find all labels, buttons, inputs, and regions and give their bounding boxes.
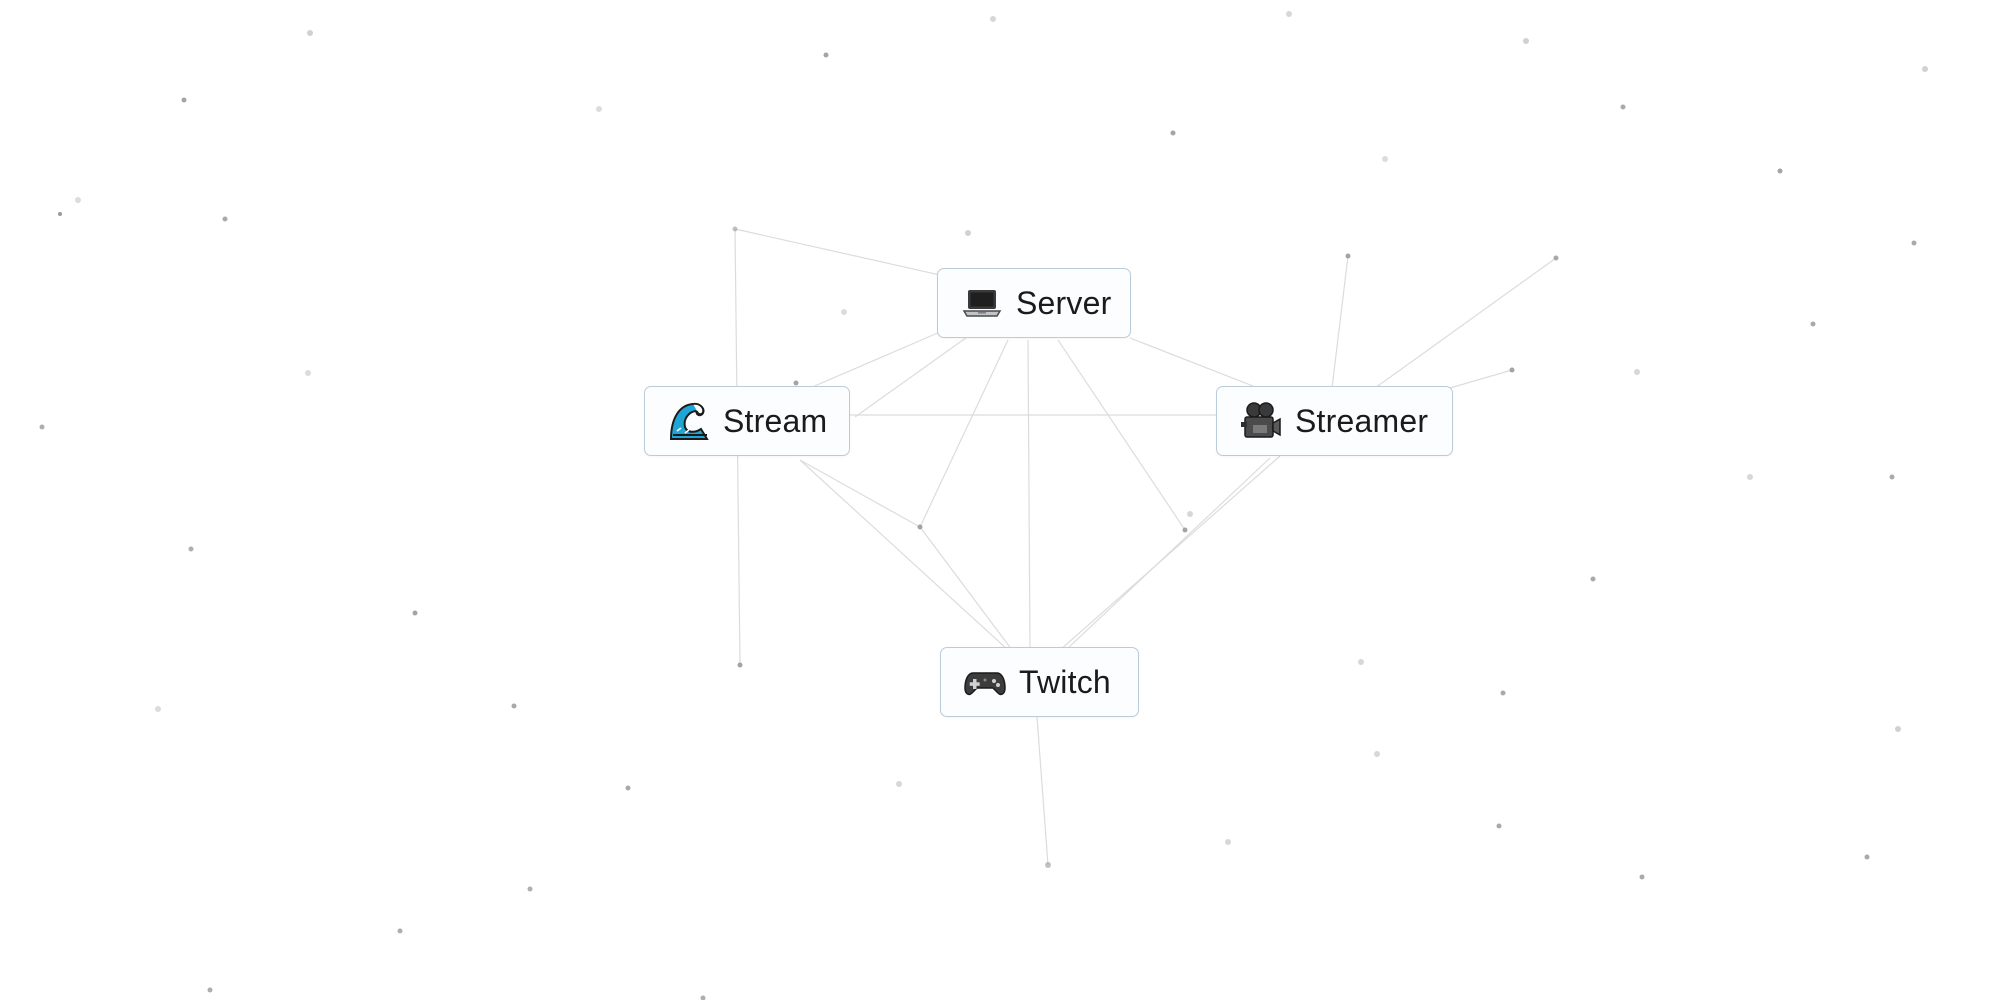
- particle-dot: [1374, 751, 1380, 757]
- particle-dot: [1523, 38, 1529, 44]
- connection-line: [854, 334, 971, 418]
- connection-line: [1057, 339, 1186, 531]
- particle-dot: [58, 212, 62, 216]
- particle-dot: [823, 52, 829, 58]
- item-label: Streamer: [1295, 402, 1429, 439]
- particle-dot: [990, 16, 996, 22]
- particle-dot: [1500, 690, 1506, 696]
- connection-line: [799, 459, 1009, 651]
- particle-dot: [397, 928, 403, 934]
- particle-dot: [1225, 839, 1231, 845]
- particle-dot: [917, 524, 923, 530]
- connection-line: [1036, 716, 1049, 866]
- particle-dot: [307, 30, 313, 36]
- particle-dot: [732, 226, 738, 232]
- particle-dot: [1553, 255, 1559, 261]
- particle-dot: [1358, 659, 1364, 665]
- connection-line: [809, 331, 941, 389]
- particle-dot: [596, 106, 602, 112]
- particle-dot: [1810, 321, 1816, 327]
- connection-line: [1067, 457, 1271, 649]
- particle-dot: [737, 662, 743, 668]
- particle-dot: [1345, 253, 1351, 259]
- connection-line: [919, 526, 1013, 651]
- particle-dot: [965, 230, 971, 236]
- connection-line: [1059, 455, 1281, 651]
- particle-dot: [188, 546, 194, 552]
- particle-dot: [511, 703, 517, 709]
- particle-dot: [625, 785, 631, 791]
- particle-dot: [1590, 576, 1596, 582]
- particle-dot: [1777, 168, 1783, 174]
- item-twitch[interactable]: Twitch: [940, 647, 1139, 717]
- particle-dot: [1509, 367, 1515, 373]
- particle-dot: [1747, 474, 1753, 480]
- connection-line: [1027, 339, 1031, 651]
- item-server[interactable]: Server: [937, 268, 1131, 338]
- particle-dot: [1911, 240, 1917, 246]
- item-label: Server: [1016, 284, 1112, 321]
- particle-dot: [1286, 11, 1292, 17]
- item-stream[interactable]: Stream: [644, 386, 850, 456]
- laptop-icon: [960, 281, 1004, 325]
- connection-lines: [734, 228, 1557, 866]
- connection-line: [1129, 337, 1259, 389]
- particle-dot: [841, 309, 847, 315]
- particle-dot: [1045, 862, 1051, 868]
- connection-line: [1449, 369, 1513, 389]
- particle-dot: [1496, 823, 1502, 829]
- particle-dot: [207, 987, 213, 993]
- particle-dot: [1382, 156, 1388, 162]
- particle-dot: [700, 995, 706, 1000]
- movie-camera-icon: [1239, 399, 1283, 443]
- particle-dot: [1620, 104, 1626, 110]
- particle-dot: [39, 424, 45, 430]
- particle-dot: [222, 216, 228, 222]
- particle-dot: [1922, 66, 1928, 72]
- particle-dot: [305, 370, 311, 376]
- particle-dot: [793, 380, 799, 386]
- item-streamer[interactable]: Streamer: [1216, 386, 1453, 456]
- water-wave-icon: [667, 399, 711, 443]
- particle-dot: [181, 97, 187, 103]
- item-label: Stream: [723, 402, 828, 439]
- connection-line: [734, 228, 941, 276]
- connection-line: [919, 339, 1009, 528]
- item-label: Twitch: [1019, 663, 1111, 700]
- particle-dot: [1187, 511, 1193, 517]
- particle-dot: [412, 610, 418, 616]
- particle-dot: [1634, 369, 1640, 375]
- connection-line: [1331, 255, 1349, 389]
- connection-line: [1374, 257, 1557, 389]
- particle-dot: [1170, 130, 1176, 136]
- particle-dot: [155, 706, 161, 712]
- connection-line: [799, 459, 921, 528]
- particle-dot: [527, 886, 533, 892]
- particle-dot: [75, 197, 81, 203]
- particle-dot: [896, 781, 902, 787]
- particle-dot: [1889, 474, 1895, 480]
- particle-dot: [1864, 854, 1870, 860]
- particle-dot: [1895, 726, 1901, 732]
- background-particles: [39, 11, 1928, 1000]
- particle-dot: [1182, 527, 1188, 533]
- game-controller-icon: [963, 660, 1007, 704]
- particle-dot: [1639, 874, 1645, 880]
